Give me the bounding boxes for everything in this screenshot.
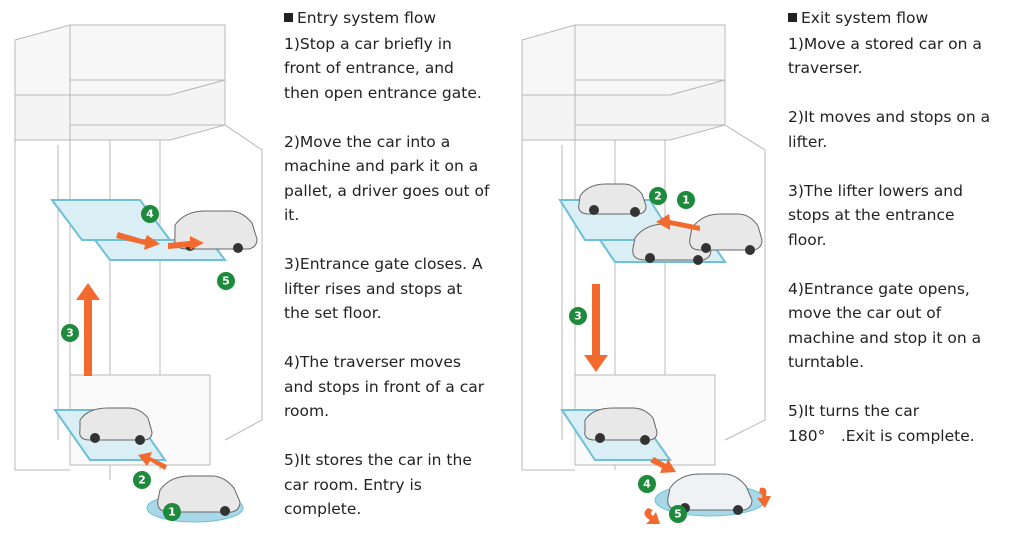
svg-text:2: 2: [654, 190, 662, 203]
entry-step-1: 1)Stop a car briefly in front of entranc…: [284, 34, 482, 102]
entry-badge-1: 1: [163, 503, 181, 521]
exit-step-1: 1)Move a stored car on a traverser.: [788, 34, 982, 78]
svg-text:3: 3: [574, 310, 582, 323]
svg-text:4: 4: [146, 208, 154, 221]
exit-step-3: 3)The lifter lowers and stops at the ent…: [788, 181, 963, 249]
exit-badge-5: 5: [669, 505, 687, 523]
exit-illustration: 1 2 3 4 5: [521, 24, 771, 524]
exit-arrows: [584, 214, 771, 524]
svg-text:4: 4: [643, 478, 651, 491]
exit-step-4: 4)Entrance gate opens, move the car out …: [788, 279, 982, 372]
square-bullet-icon: [284, 13, 293, 22]
svg-text:5: 5: [222, 275, 230, 288]
entry-badge-4: 4: [141, 205, 159, 223]
exit-car-right: [689, 213, 763, 255]
entry-badge-5: 5: [217, 272, 235, 290]
svg-text:2: 2: [138, 474, 146, 487]
svg-text:5: 5: [674, 508, 682, 521]
entry-car-lifter: [79, 407, 153, 445]
exit-step-2: 2)It moves and stops on a lifter.: [788, 108, 991, 151]
exit-car-ground: [667, 473, 753, 515]
exit-step-5: 5)It turns the car 180° .Exit is complet…: [788, 402, 975, 445]
entry-step-3: 3)Entrance gate closes. A lifter rises a…: [284, 255, 483, 322]
exit-car-left: [578, 183, 647, 217]
exit-car-lifter: [584, 407, 658, 445]
svg-text:1: 1: [168, 506, 176, 519]
entry-step-2: 2)Move the car into a machine and park i…: [284, 132, 490, 225]
exit-text: Exit system flow 1)Move a stored car on …: [788, 6, 1020, 448]
entry-heading: Entry system flow: [284, 6, 514, 31]
entry-badge-2: 2: [133, 471, 151, 489]
svg-text:3: 3: [66, 327, 74, 340]
exit-badge-4: 4: [638, 475, 656, 493]
entry-badge-3: 3: [61, 324, 79, 342]
svg-text:1: 1: [682, 194, 690, 207]
entry-step-4: 4)The traverser moves and stops in front…: [284, 353, 485, 420]
entry-arrows: [76, 232, 204, 470]
entry-step-5: 5)It stores the car in the car room. Ent…: [284, 451, 472, 518]
exit-badge-1: 1: [677, 191, 695, 209]
entry-illustration: 1 2 3 4 5: [14, 24, 263, 523]
entry-text: Entry system flow 1)Stop a car briefly i…: [284, 6, 514, 522]
exit-badge-3: 3: [569, 307, 587, 325]
exit-badge-2: 2: [649, 187, 667, 205]
exit-heading: Exit system flow: [788, 6, 1020, 31]
square-bullet-icon: [788, 13, 797, 22]
